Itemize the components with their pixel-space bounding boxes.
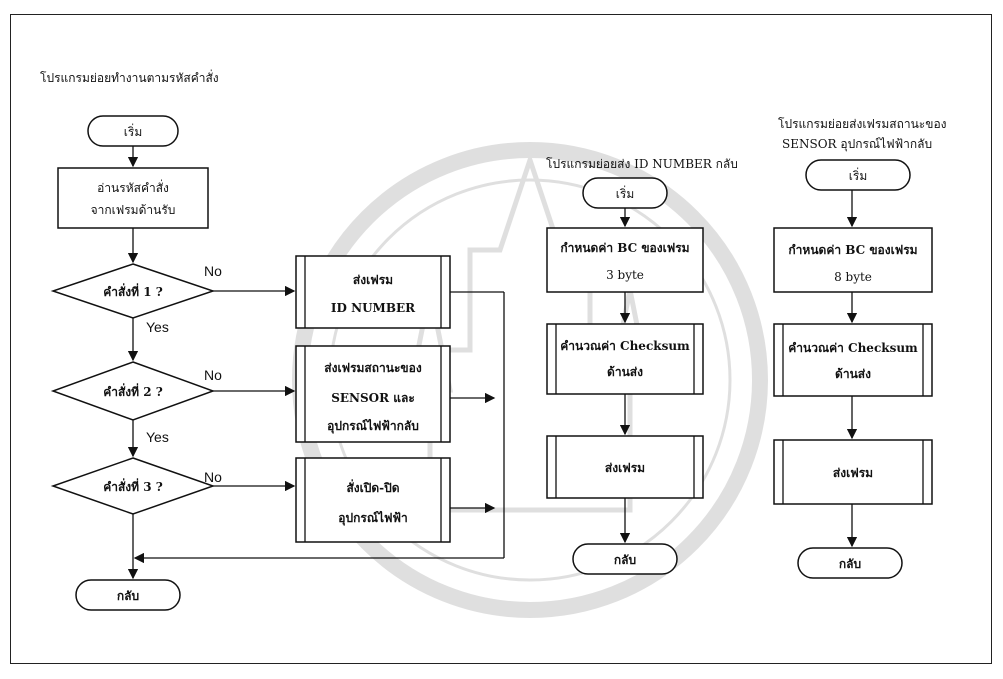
col3-start-label: เริ่ม	[849, 167, 867, 183]
no-label-3: No	[204, 469, 222, 485]
proc3-line2: อุปกรณ์ไฟฟ้า	[338, 510, 407, 526]
col3-send-frame-process	[773, 439, 933, 505]
yes-label-1: Yes	[146, 319, 169, 335]
col2-calc-line2: ด้านส่ง	[607, 365, 643, 379]
proc2-line2: SENSOR และ	[331, 391, 415, 405]
start-label: เริ่ม	[124, 123, 142, 139]
proc2-line3: อุปกรณ์ไฟฟ้ากลับ	[327, 418, 419, 434]
col2-return-terminal	[572, 543, 678, 575]
proc2-line1: ส่งเฟรมสถานะของ	[324, 361, 422, 375]
col2-set-line2: 3 byte	[606, 268, 644, 282]
decision-3-label: คำสั่งที่ 3 ?	[103, 478, 163, 494]
proc1-line1: ส่งเฟรม	[353, 273, 393, 287]
decision-1-label: คำสั่งที่ 1 ?	[103, 283, 163, 299]
return-terminal	[75, 579, 181, 611]
col3-set-line2: 8 byte	[834, 270, 872, 284]
col2-calc-line1: คำนวณค่า Checksum	[560, 339, 690, 353]
subroutine3-title-line2: SENSOR อุปกรณ์ไฟฟ้ากลับ	[782, 137, 932, 152]
subroutine1-title: โปรแกรมย่อยทำงานตามรหัสคำสั่ง	[40, 69, 219, 85]
col3-calc-line1: คำนวณค่า Checksum	[788, 341, 918, 355]
col3-set-line1: กำหนดค่า BC ของเฟรม	[788, 243, 917, 257]
subroutine3-title-line1: โปรแกรมย่อยส่งเฟรมสถานะของ	[778, 117, 947, 131]
proc1-line2: ID NUMBER	[331, 301, 416, 315]
read-command-line1: อ่านรหัสคำสั่ง	[97, 179, 169, 195]
col3-start-terminal	[805, 159, 911, 191]
col2-set-bc-box	[546, 227, 704, 293]
subroutine2-title: โปรแกรมย่อยส่ง ID NUMBER กลับ	[546, 157, 738, 171]
col2-send-label: ส่งเฟรม	[605, 461, 645, 475]
col3-send-label: ส่งเฟรม	[833, 466, 873, 480]
return-label: กลับ	[117, 589, 139, 603]
col2-set-line1: กำหนดค่า BC ของเฟรม	[560, 241, 689, 255]
col2-checksum-process	[546, 323, 704, 395]
col2-return-label: กลับ	[614, 553, 636, 567]
figure-border	[10, 14, 992, 664]
read-command-line2: จากเฟรมด้านรับ	[91, 203, 176, 217]
col3-return-label: กลับ	[839, 557, 861, 571]
proc3-line1: สั่งเปิด-ปิด	[346, 479, 399, 495]
send-id-number-process	[295, 255, 451, 329]
col3-checksum-process	[773, 323, 933, 397]
no-label-2: No	[204, 367, 222, 383]
col3-calc-line2: ด้านส่ง	[835, 367, 871, 381]
decision-2-label: คำสั่งที่ 2 ?	[103, 383, 163, 399]
col2-start-label: เริ่ม	[616, 185, 634, 201]
switch-appliance-process	[295, 457, 451, 543]
col3-return-terminal	[797, 547, 903, 579]
read-command-box	[57, 167, 209, 229]
send-sensor-status-process	[295, 345, 451, 443]
no-label-1: No	[204, 263, 222, 279]
col2-send-frame-process	[546, 435, 704, 499]
yes-label-2: Yes	[146, 429, 169, 445]
col3-set-bc-box	[773, 227, 933, 293]
